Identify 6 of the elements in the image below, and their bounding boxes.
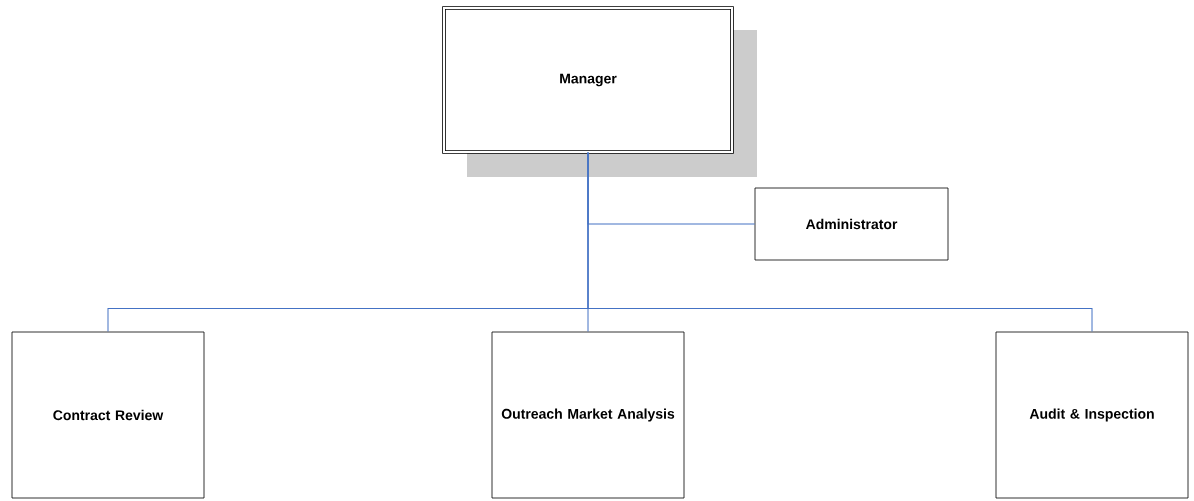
department-box: Outreach Market Analysis — [491, 331, 685, 499]
connector-line — [587, 151, 1093, 333]
department-box: Contract Review — [11, 331, 205, 499]
staff-box: Administrator — [754, 187, 949, 261]
manager-box: Manager — [442, 6, 757, 177]
department-box: Audit & Inspection — [995, 331, 1189, 499]
